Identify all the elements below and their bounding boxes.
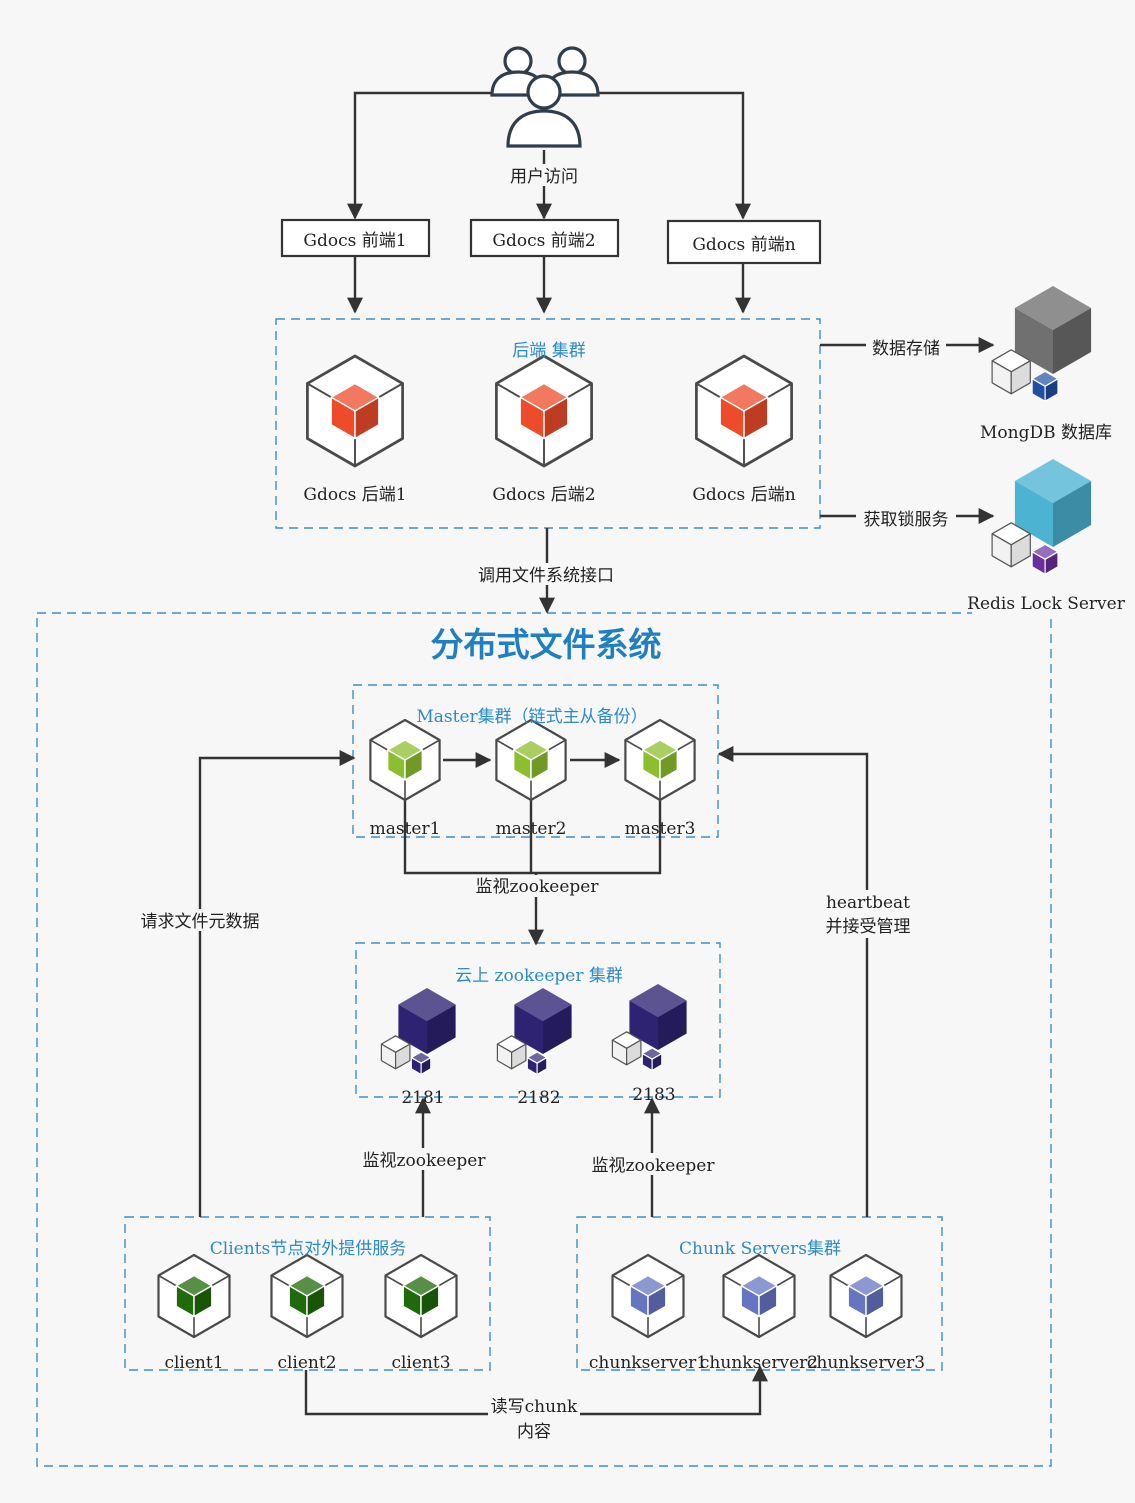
clients-title: Clients节点对外提供服务	[210, 1239, 406, 1259]
chunkservers-frame	[576, 1216, 943, 1371]
backend-2-cube-icon	[495, 354, 593, 468]
request-metadata-label: 请求文件元数据	[141, 912, 260, 932]
client2-label: client2	[277, 1353, 336, 1373]
master1-cube-icon	[369, 718, 441, 802]
storage-edge-label: 数据存储	[872, 339, 940, 359]
clients-watch-label: 监视zookeeper	[363, 1151, 487, 1171]
backend-cluster-title: 后端 集群	[512, 341, 585, 361]
master3-label: master3	[625, 819, 696, 839]
zookeeper-2182-icon	[496, 988, 572, 1076]
client1-label: client1	[164, 1353, 223, 1373]
backend-n-cube-icon	[695, 354, 793, 468]
users-icon	[490, 46, 600, 148]
zookeeper-2183-icon	[611, 984, 687, 1072]
frontend-n-box	[666, 219, 822, 265]
clients-frame	[124, 1216, 491, 1371]
master-watch-label: 监视zookeeper	[476, 877, 600, 897]
zookeeper-2181-icon	[380, 988, 456, 1076]
users-label: 用户访问	[510, 167, 578, 187]
heartbeat-label-line1: heartbeat	[826, 893, 910, 913]
chunkserver1-cube-icon	[611, 1253, 685, 1339]
master2-label: master2	[496, 819, 567, 839]
heartbeat-label-line2: 并接受管理	[826, 917, 911, 937]
frontend-2-label: Gdocs 前端2	[492, 231, 595, 251]
zookeeper-2182-label: 2182	[517, 1088, 560, 1108]
chunkservers-watch-label: 监视zookeeper	[592, 1156, 716, 1176]
chunkserver3-label: chunkserver3	[807, 1353, 925, 1373]
mongodb-icon	[991, 286, 1092, 402]
labels: 用户访问 Gdocs 前端1 Gdocs 前端2 Gdocs 前端n 后端 集群…	[128, 164, 1126, 1442]
zookeeper-2181-label: 2181	[401, 1088, 444, 1108]
backend-1-label: Gdocs 后端1	[303, 485, 406, 505]
read-write-label-line2: 内容	[517, 1422, 551, 1442]
frontend-2-box	[469, 218, 620, 258]
master-cluster-title: Master集群（链式主从备份）	[416, 707, 647, 727]
master2-cube-icon	[495, 718, 567, 802]
redis-icon	[991, 459, 1092, 575]
read-write-label-line1: 读写chunk	[491, 1397, 578, 1417]
zookeeper-2183-label: 2183	[632, 1085, 675, 1105]
client2-cube-icon	[270, 1253, 344, 1339]
client3-cube-icon	[384, 1253, 458, 1339]
backend-n-label: Gdocs 后端n	[692, 485, 795, 505]
zookeeper-cluster-title: 云上 zookeeper 集群	[455, 966, 623, 986]
frontend-n-label: Gdocs 前端n	[692, 235, 795, 255]
master1-label: master1	[370, 819, 441, 839]
chunkserver2-cube-icon	[722, 1253, 796, 1339]
lock-label: Redis Lock Server	[967, 594, 1126, 614]
dfs-title: 分布式文件系统	[431, 625, 662, 664]
frontend-1-label: Gdocs 前端1	[303, 231, 406, 251]
chunkserver3-cube-icon	[829, 1253, 903, 1339]
client1-cube-icon	[157, 1253, 231, 1339]
storage-label: MongDB 数据库	[980, 423, 1112, 443]
chunkservers-title: Chunk Servers集群	[679, 1239, 841, 1259]
backend-1-cube-icon	[306, 354, 404, 468]
chunkserver1-label: chunkserver1	[589, 1353, 707, 1373]
chunkserver2-label: chunkserver2	[700, 1353, 818, 1373]
backend-2-label: Gdocs 后端2	[492, 485, 595, 505]
client3-label: client3	[391, 1353, 450, 1373]
dfs-frame	[36, 612, 1052, 1467]
fs-interface-edge-label: 调用文件系统接口	[478, 566, 614, 586]
frontend-1-box	[280, 218, 431, 258]
lock-edge-label: 获取锁服务	[864, 510, 949, 530]
edges	[198, 91, 995, 1416]
master3-cube-icon	[624, 718, 696, 802]
